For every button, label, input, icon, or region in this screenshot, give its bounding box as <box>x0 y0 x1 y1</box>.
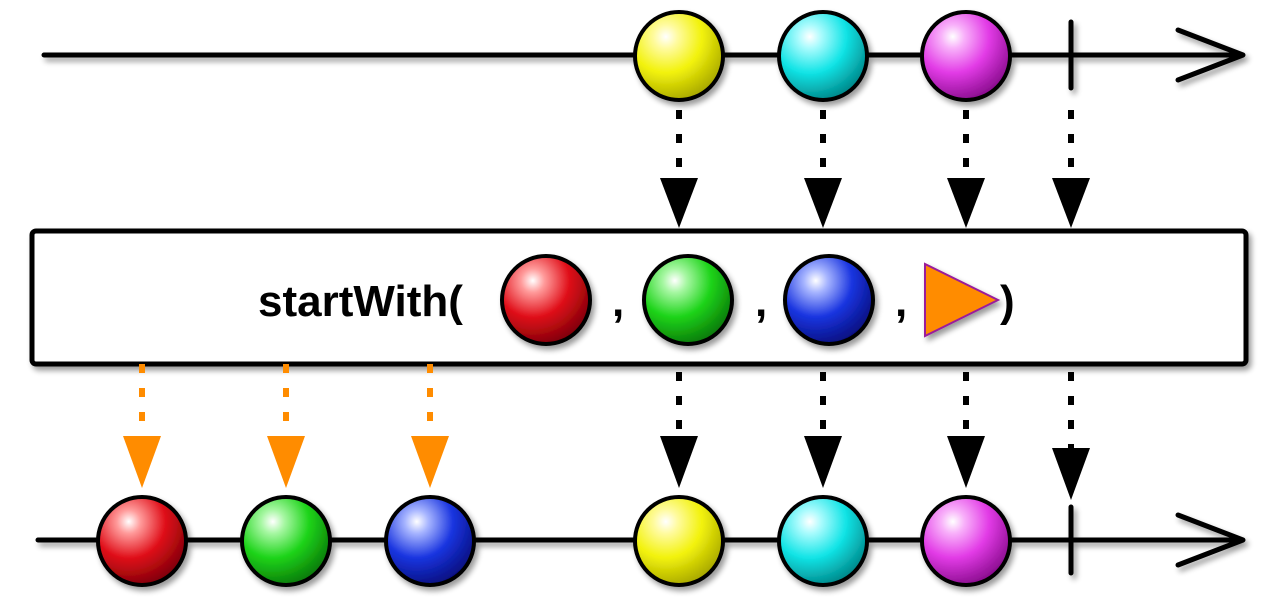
operator-separator: , <box>895 277 907 326</box>
output-marble-red <box>96 495 188 587</box>
arrow-down <box>1052 110 1090 228</box>
output-marble-cyan <box>777 495 869 587</box>
arrow-down <box>1052 372 1090 500</box>
lower-arrows <box>123 364 1090 500</box>
operator-box <box>29 228 1249 367</box>
arrow-down <box>804 110 842 228</box>
arg-triangle-icon <box>924 262 1001 338</box>
orange-arrow-down <box>123 364 161 488</box>
output-timeline <box>35 495 1246 587</box>
arrow-down <box>947 110 985 228</box>
source-timeline <box>41 10 1246 102</box>
output-marble-green <box>240 495 332 587</box>
arg-marble-blue <box>783 254 875 346</box>
output-marble-blue <box>384 495 476 587</box>
source-marble-magenta <box>920 10 1012 102</box>
arrow-down <box>804 372 842 488</box>
arg-marble-green <box>642 254 734 346</box>
source-marble-yellow <box>633 10 725 102</box>
arg-marble-red <box>500 254 592 346</box>
arrow-down <box>660 110 698 228</box>
operator-close-paren: ) <box>1000 277 1015 326</box>
output-arrowhead <box>1175 512 1246 568</box>
source-arrowhead <box>1175 27 1246 83</box>
orange-arrow-down <box>267 364 305 488</box>
output-marble-yellow <box>633 495 725 587</box>
arrow-down <box>660 372 698 488</box>
operator-arguments <box>500 254 1001 346</box>
source-marble-cyan <box>777 10 869 102</box>
operator-name: startWith( <box>258 277 463 326</box>
arrow-down <box>947 372 985 488</box>
orange-arrow-down <box>411 364 449 488</box>
operator-separator: , <box>612 277 624 326</box>
upper-arrows <box>660 110 1090 228</box>
operator-separator: , <box>755 277 767 326</box>
output-marble-magenta <box>920 495 1012 587</box>
